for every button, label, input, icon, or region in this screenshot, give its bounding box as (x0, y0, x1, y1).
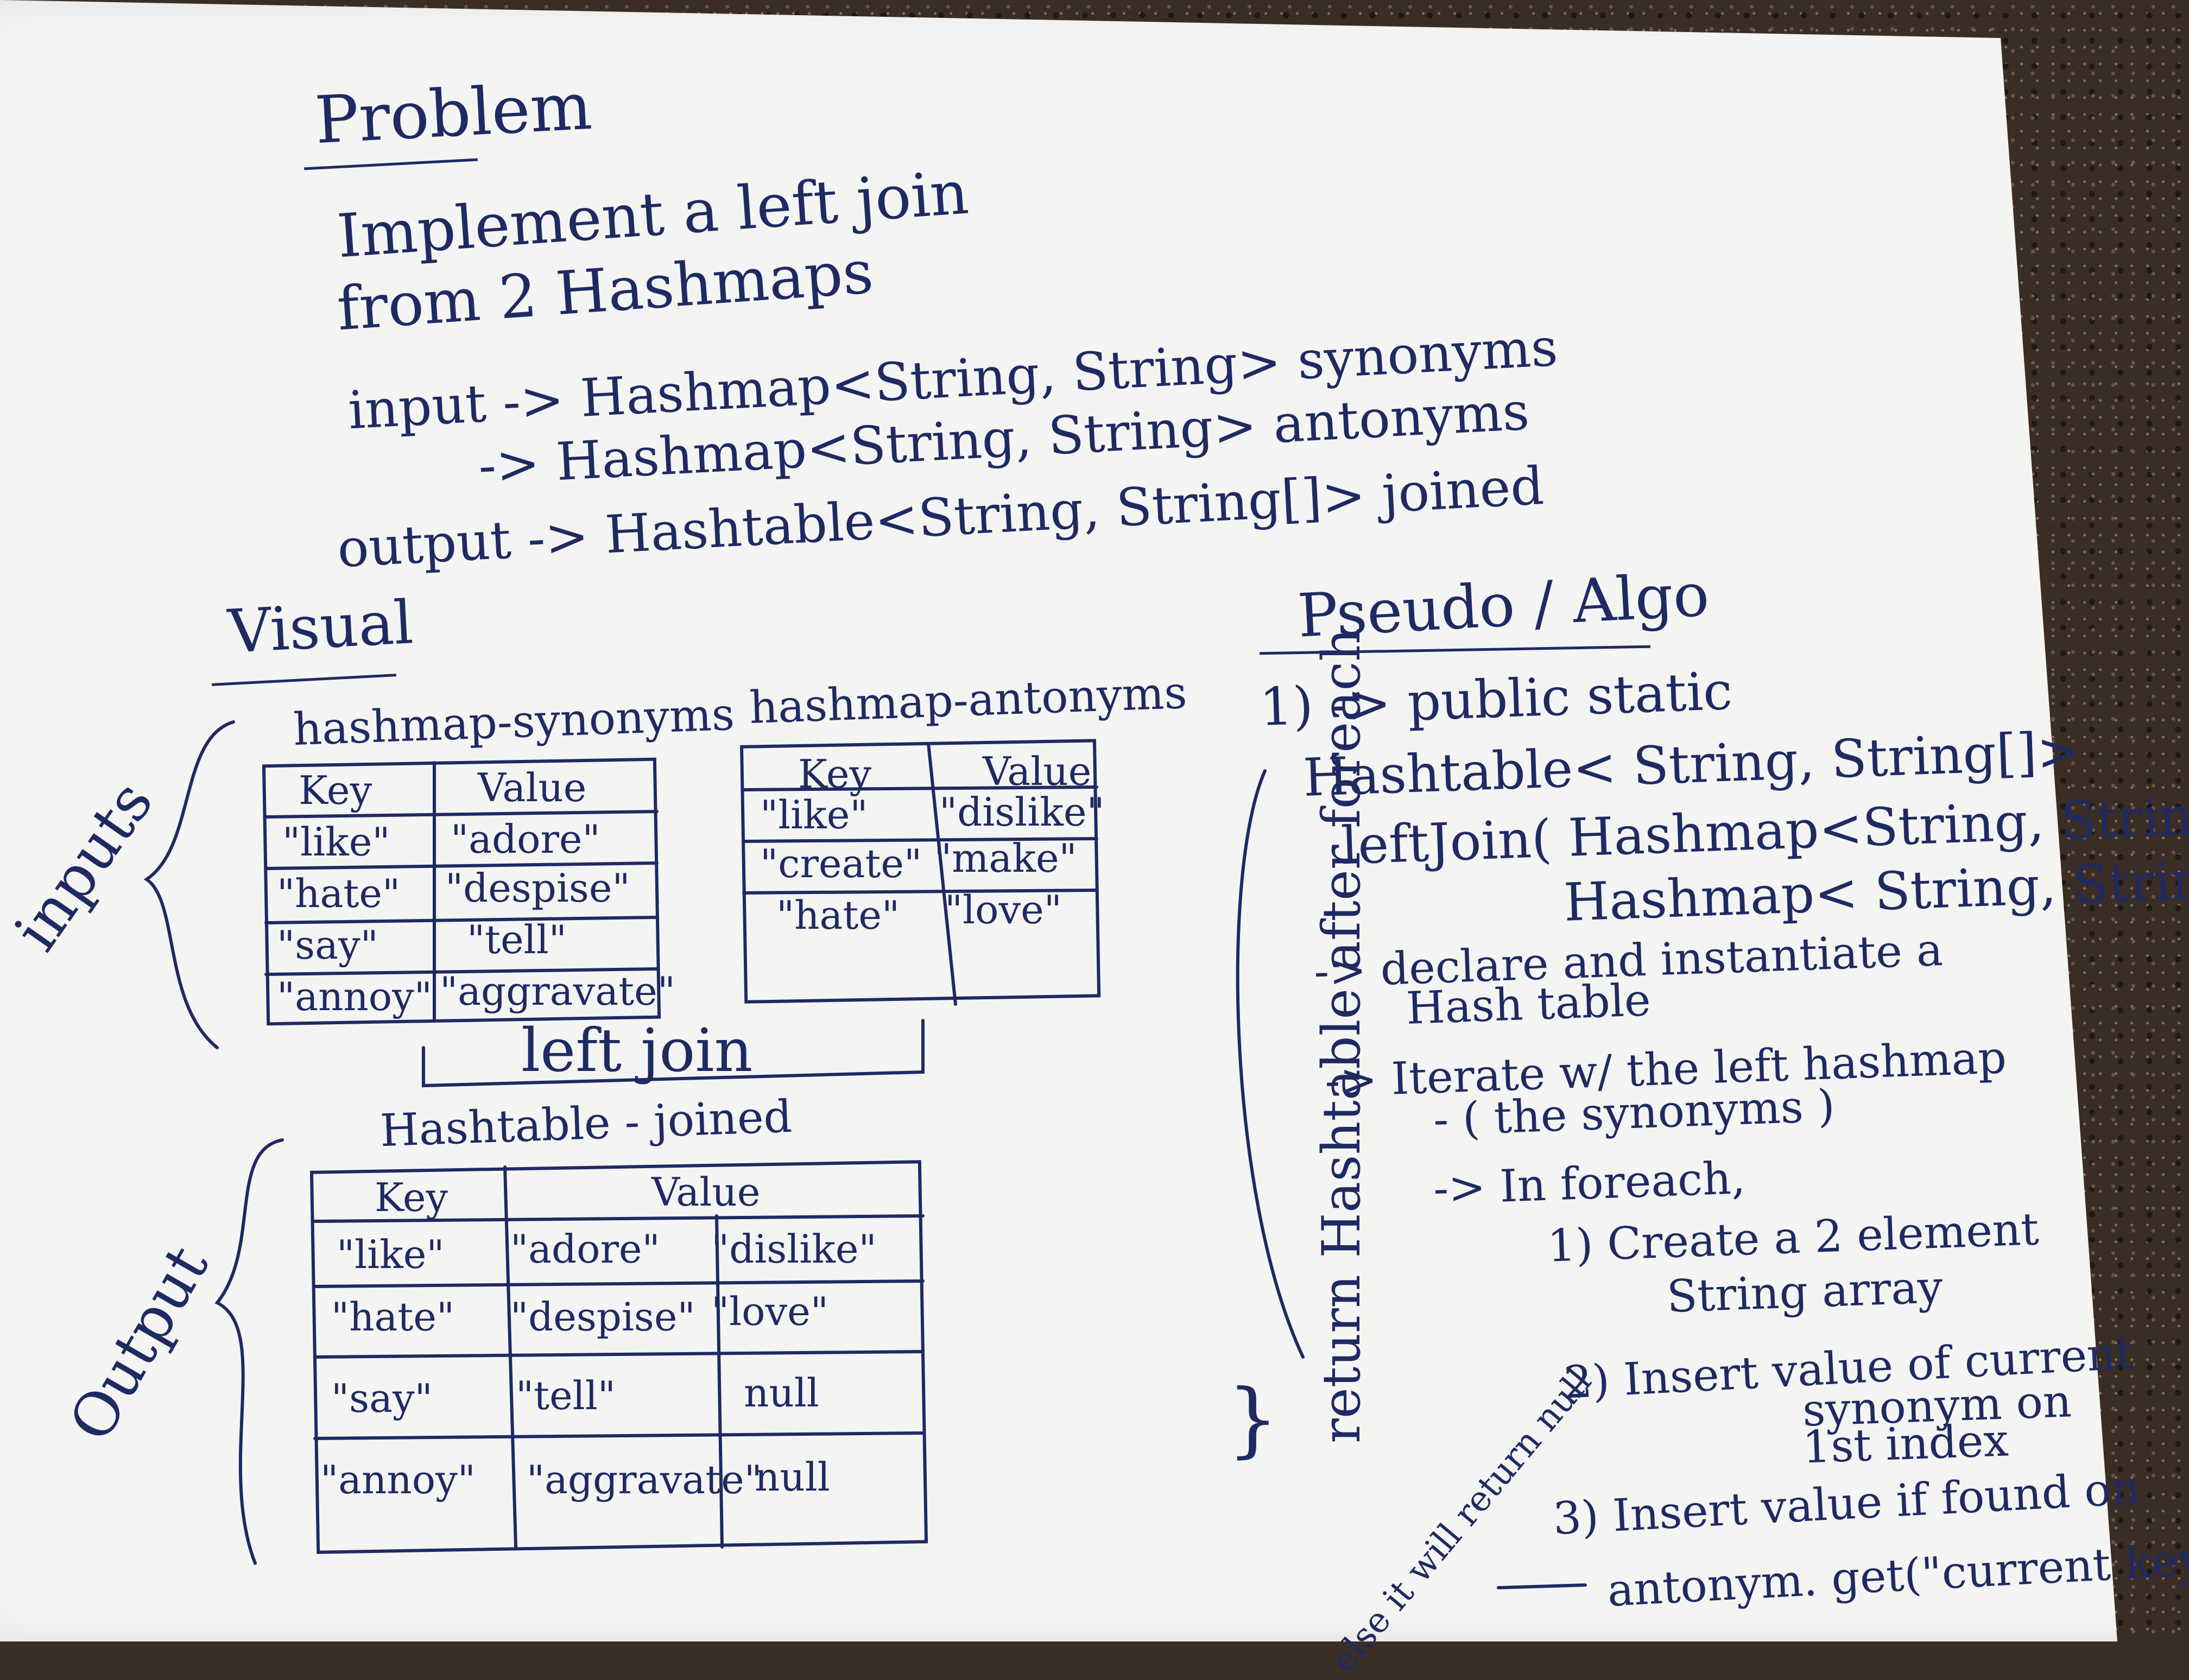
table-row: "adore" (510, 1226, 660, 1272)
antonyms-table: Key Value "like" "dislike" "create" "mak… (744, 744, 1105, 1004)
table-row: "say" (331, 1375, 433, 1421)
table-row: null (755, 1454, 830, 1500)
pen-strokes (143, 720, 1587, 1589)
table-row: "despise" (445, 865, 630, 911)
table-row: "like" (337, 1232, 445, 1277)
table-row: "hate" (277, 871, 401, 916)
synonyms-table: Key Value "like" "adore" "hate" "despise… (261, 760, 675, 1031)
table-row: "dislike" (939, 789, 1105, 835)
table-row: "tell" (516, 1373, 616, 1418)
table-row: null (744, 1370, 819, 1416)
table-row: "adore" (451, 816, 600, 862)
table-row: "hate" (776, 892, 900, 938)
joined-table: Key Value "like" "adore" "dislike" "hate… (315, 1167, 928, 1547)
table-row: "say" (277, 922, 378, 968)
synonyms-header-value: Value (478, 765, 587, 810)
joined-header-value: Value (651, 1169, 761, 1215)
table-row: "despise" (510, 1294, 695, 1340)
table-row: "aggravate" (527, 1457, 762, 1503)
table-row: "tell" (467, 917, 567, 962)
table-row: "like" (282, 819, 390, 865)
notebook-page (0, 0, 2117, 1641)
joined-header-key: Key (375, 1175, 448, 1220)
table-row: "love" (711, 1289, 828, 1334)
table-row: "make" (934, 835, 1077, 881)
left-join-label: left join (521, 1016, 753, 1085)
antonyms-header-value: Value (983, 749, 1092, 794)
table-row: "hate" (331, 1294, 455, 1340)
table-row: "love" (945, 887, 1062, 933)
table-row: "annoy" (277, 974, 432, 1019)
table-row: "like" (760, 792, 868, 838)
table-row: "annoy" (320, 1457, 476, 1503)
closing-brace: } (1227, 1372, 1279, 1467)
synonyms-header-key: Key (299, 768, 372, 813)
table-row: "aggravate" (440, 968, 675, 1014)
table-row: "create" (760, 841, 922, 886)
antonyms-header-key: Key (798, 751, 872, 797)
table-row: "dislike" (711, 1226, 877, 1272)
